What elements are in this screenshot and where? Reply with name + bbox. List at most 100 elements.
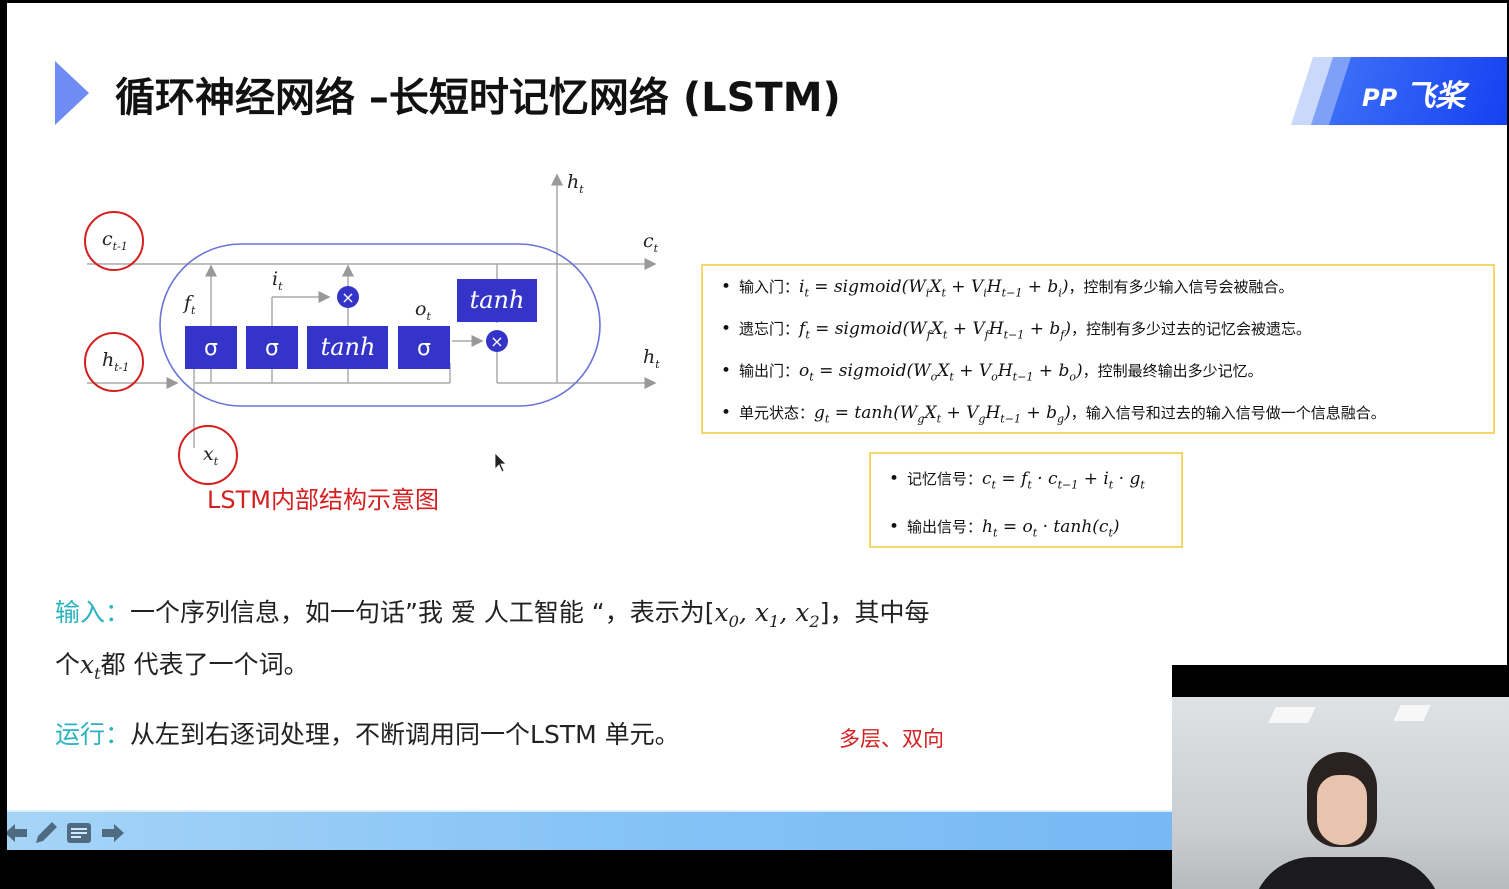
math-text: · tanh( [1037, 517, 1099, 537]
math-symbol: ft [1021, 469, 1032, 492]
x-input-label: xt [203, 443, 219, 468]
lstm-cell-boundary [159, 243, 601, 407]
math-symbol: bo [1058, 361, 1076, 384]
math-symbol: Ht−1 [986, 277, 1023, 300]
math-symbol: x0 [714, 598, 739, 631]
input-label: 输入： [55, 598, 131, 627]
formula-description: ，输入信号和过去的输入信号做一个信息融合。 [1070, 404, 1386, 422]
sequence-math: x0, x1, x2 [714, 598, 820, 631]
forget-gate-label: ft [182, 292, 196, 317]
input-sigma-label: σ [265, 336, 279, 361]
lstm-diagram: σ σ tanh σ tanh × × ft it ot ht ct ht ct… [84, 171, 660, 514]
math-symbol: ct [1098, 517, 1113, 540]
math-text: · [1113, 469, 1130, 489]
formula-label: 记忆信号： [907, 470, 983, 488]
formula-label: 遗忘门： [739, 320, 800, 338]
math-text: = [997, 517, 1023, 537]
math-text: ) [1061, 277, 1069, 297]
arrow-right-icon[interactable] [100, 820, 126, 846]
formula-row: • 单元状态：gt = tanh(WgXt + VgHt−1 + bg)，输入信号… [721, 402, 1386, 425]
math-text: ) [1076, 361, 1083, 381]
math-text: , [779, 598, 796, 627]
math-symbol: Xt [924, 403, 942, 426]
math-symbol: Xt [929, 277, 946, 300]
formula-math: ot = sigmoid(WoXt + VoHt−1 + bo) [799, 361, 1083, 384]
bullet-icon: • [889, 469, 900, 489]
math-symbol: Ht−1 [988, 319, 1025, 342]
math-symbol: ot [1022, 517, 1038, 540]
svg-text:×: × [490, 332, 503, 351]
formula-description: ，控制最终输出多少记忆。 [1082, 362, 1263, 380]
math-symbol: Vf [972, 319, 989, 342]
math-symbol: bg [1046, 403, 1065, 426]
input-gate-label: it [272, 268, 283, 293]
arrow-left-icon[interactable] [7, 820, 29, 846]
math-symbol: it [1103, 469, 1114, 492]
formula-description: ，控制有多少过去的记忆会被遗忘。 [1071, 320, 1312, 338]
math-symbol: bf [1049, 319, 1065, 342]
forget-sigma-label: σ [204, 336, 218, 361]
run-description: 运行：从左到右逐词处理，不断调用同一个LSTM 单元。 [55, 720, 680, 749]
formula-math: gt = tanh(WgXt + VgHt−1 + bg) [814, 403, 1071, 426]
math-text: + [1022, 277, 1048, 297]
diagram-caption: LSTM内部结构示意图 [207, 486, 439, 514]
math-symbol: Vi [970, 277, 987, 300]
bullet-icon: • [721, 403, 732, 423]
math-symbol: Ht−1 [985, 403, 1022, 426]
math-text: + [941, 403, 967, 423]
math-symbol: Ht−1 [997, 361, 1034, 384]
h-up-output-label: ht [567, 171, 584, 196]
webcam-overlay [1172, 665, 1509, 889]
input-sigma-block [246, 326, 298, 369]
formula-math: ct = ft · ct−1 + it · gt [982, 469, 1145, 492]
math-symbol: x1 [754, 598, 780, 631]
gate-formulas-box: •输入门：it = sigmoid(WiXt + ViHt−1 + bi)，控制… [701, 264, 1495, 434]
pencil-icon[interactable] [33, 820, 59, 846]
c-prev-label: ct-1 [102, 228, 128, 253]
math-text: + [945, 277, 971, 297]
math-symbol: Wf [909, 319, 931, 342]
math-text: · [1031, 469, 1049, 489]
notes-icon[interactable] [66, 820, 92, 846]
output-sigma-block [398, 326, 450, 369]
math-symbol: xt [80, 650, 101, 683]
math-text: = sigmoid( [808, 277, 909, 297]
run-label: 运行： [55, 720, 131, 749]
output-gate-label: ot [415, 298, 431, 323]
math-text: + [1024, 319, 1050, 339]
formula-label: 单元状态： [739, 404, 815, 422]
math-symbol: Xt [937, 361, 954, 384]
bullet-icon: • [889, 517, 900, 537]
formula-label: 输出门： [739, 362, 800, 380]
math-symbol: gt [814, 403, 830, 426]
math-symbol: ct [982, 469, 996, 492]
output-sigma-label: σ [417, 336, 431, 361]
formula-math: ft = sigmoid(WfXt + VfHt−1 + bf) [799, 319, 1071, 342]
math-symbol: Xt [930, 319, 948, 342]
math-text: + [953, 361, 979, 381]
candidate-tanh-label: tanh [321, 333, 376, 361]
formula-row: • 记忆信号：ct = ft · ct−1 + it · gt [889, 468, 1145, 491]
cell-tanh-label: tanh [470, 286, 525, 314]
bullet-icon: • [721, 361, 732, 381]
input-description: 输入：一个序列信息，如一句话”我 爱 人工智能 “，表示为[x0, x1, x2… [55, 598, 930, 631]
math-text: = sigmoid( [813, 361, 914, 381]
math-text: + [1021, 403, 1047, 423]
math-symbol: x2 [795, 598, 820, 631]
multiply-icon [486, 330, 508, 352]
math-symbol: bi [1047, 277, 1062, 300]
h-output-label: ht [643, 346, 660, 371]
formula-row: •输入门：it = sigmoid(WiXt + ViHt−1 + bi)，控制… [721, 276, 1294, 299]
title-chevron-icon [55, 61, 89, 125]
state-formulas-box: •记忆信号：ct = ft · ct−1 + it · gt•输出信号：ht =… [869, 452, 1183, 548]
c-output-label: ct [643, 230, 659, 255]
formula-row: •遗忘门：ft = sigmoid(WfXt + VfHt−1 + bf)，控制… [721, 318, 1311, 341]
math-text: = sigmoid( [809, 319, 910, 339]
math-text: + [947, 319, 973, 339]
math-text: ) [1064, 403, 1071, 423]
formula-label: 输出信号： [907, 518, 983, 536]
formula-row: • 输出门：ot = sigmoid(WoXt + VoHt−1 + bo)，控制… [721, 360, 1263, 383]
math-text: ) [1112, 517, 1120, 537]
